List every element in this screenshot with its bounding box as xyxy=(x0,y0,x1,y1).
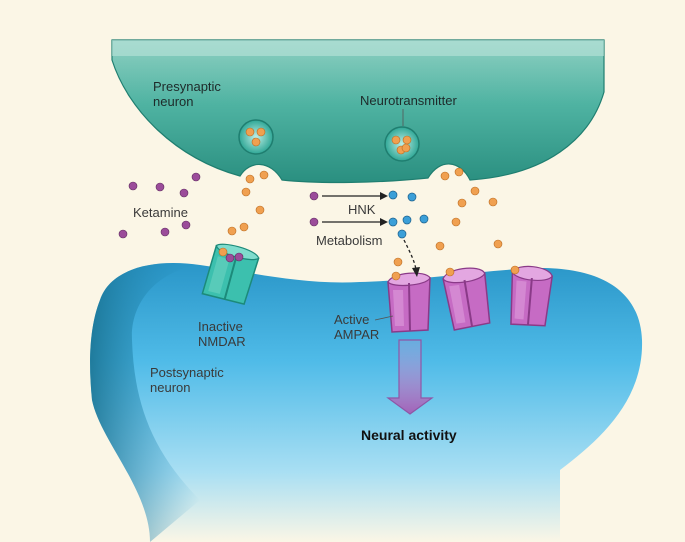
ketamine-molecule xyxy=(128,181,138,191)
ampar-receptor xyxy=(510,265,554,327)
neurotransmitter-molecule xyxy=(470,186,480,196)
neurotransmitter-molecule xyxy=(239,222,249,232)
neurotransmitter-molecule xyxy=(227,226,237,236)
ketamine-molecule xyxy=(179,188,189,198)
hnk-molecules xyxy=(388,190,429,239)
hnk-molecule xyxy=(388,217,398,227)
ketamine-molecule xyxy=(191,172,201,182)
neurotransmitter-molecule xyxy=(454,167,464,177)
neurotransmitter-molecule xyxy=(259,170,269,180)
ketamine-molecules xyxy=(118,172,319,239)
nmdar-receptor xyxy=(201,243,260,305)
neurotransmitter-molecules xyxy=(227,167,520,281)
neurotransmitter-molecule xyxy=(241,187,251,197)
ketamine-molecule xyxy=(118,229,128,239)
hnk-molecule xyxy=(419,214,429,224)
ampar-receptor xyxy=(387,272,431,333)
ketamine-molecule xyxy=(181,220,191,230)
hnk-label: HNK xyxy=(348,202,376,217)
neurotransmitter-molecule xyxy=(440,171,450,181)
metabolism-label: Metabolism xyxy=(316,233,383,248)
neurotransmitter-molecule xyxy=(493,239,503,249)
hnk-molecule xyxy=(402,215,412,225)
hnk-molecule xyxy=(388,190,398,200)
neurotransmitter-label: Neurotransmitter xyxy=(360,93,457,108)
ketamine-molecule xyxy=(155,182,165,192)
neurotransmitter-molecule xyxy=(445,267,455,277)
postsynaptic-label-line2: neuron xyxy=(150,380,191,395)
ketamine-molecule xyxy=(234,252,244,262)
active-ampar-label-line1: Active xyxy=(334,312,370,327)
presynaptic-label-line2: neuron xyxy=(153,94,194,109)
neural-activity-arrow xyxy=(386,339,434,415)
neurotransmitter-molecule xyxy=(245,174,255,184)
presynaptic-neuron xyxy=(111,39,605,184)
synaptic-vesicle xyxy=(238,119,274,155)
ketamine-molecule xyxy=(225,253,235,263)
hnk-molecule xyxy=(407,192,417,202)
neurotransmitter-molecule xyxy=(218,247,228,257)
ampar-leader-line xyxy=(374,315,394,321)
neural-activity-label: Neural activity xyxy=(361,427,457,443)
neurotransmitter-molecule xyxy=(391,271,401,281)
ketamine-molecule xyxy=(309,217,319,227)
ketamine-label: Ketamine xyxy=(133,205,188,220)
neurotransmitter-molecule xyxy=(457,198,467,208)
neurotransmitter-molecule xyxy=(393,257,403,267)
ketamine-molecule xyxy=(309,191,319,201)
postsynaptic-label-line1: Postsynaptic xyxy=(150,365,224,380)
inactive-nmdar-label-line1: Inactive xyxy=(198,319,243,334)
hnk-molecule xyxy=(397,229,407,239)
ketamine-molecule xyxy=(160,227,170,237)
neurotransmitter-molecule xyxy=(255,205,265,215)
neurotransmitter-molecule xyxy=(435,241,445,251)
neurotransmitter-molecule xyxy=(488,197,498,207)
hnk-to-ampar-arrow xyxy=(403,239,420,277)
postsynaptic-neuron xyxy=(90,263,643,542)
synaptic-vesicle xyxy=(384,126,420,162)
neurotransmitter-molecule xyxy=(451,217,461,227)
inactive-nmdar-label-line2: NMDAR xyxy=(198,334,246,349)
neurotransmitter-molecule xyxy=(510,265,520,275)
presynaptic-label-line1: Presynaptic xyxy=(153,79,221,94)
active-ampar-label-line2: AMPAR xyxy=(334,327,380,342)
metabolism-arrows xyxy=(322,192,388,226)
